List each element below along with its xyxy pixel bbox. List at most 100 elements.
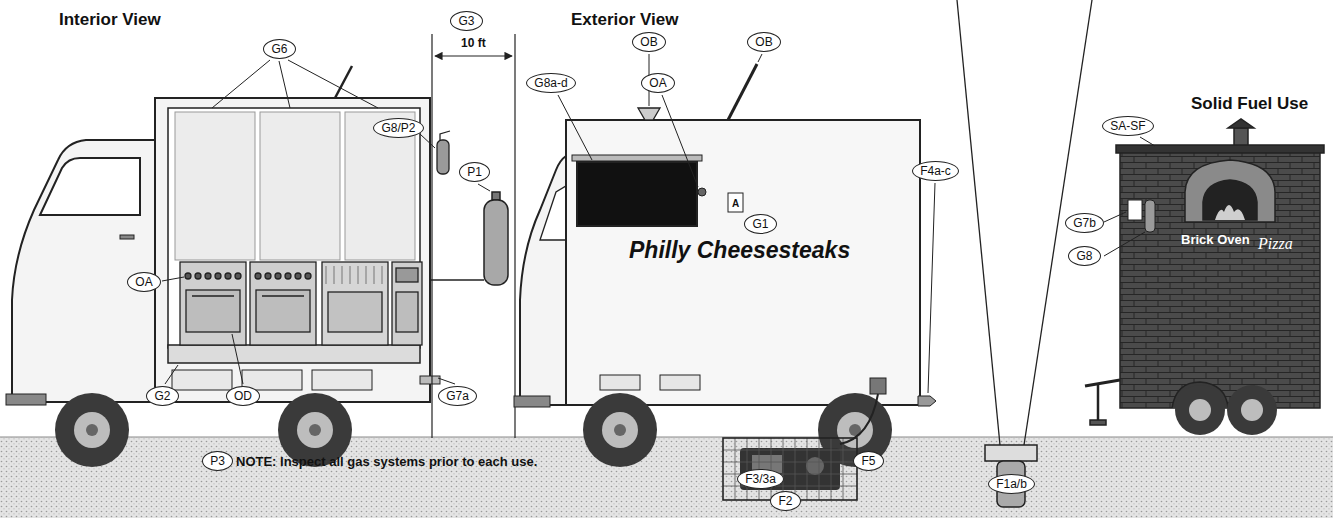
interior-truck: [6, 394, 46, 405]
callout-text: G8a-d: [534, 76, 567, 90]
wheel: [86, 424, 98, 436]
callout-text: G8/P2: [381, 121, 415, 135]
callout-text: SA-SF: [1110, 119, 1145, 133]
label-text: Pizza: [1258, 235, 1293, 253]
generator-cage: [723, 394, 878, 500]
pizza-trailer: [1085, 380, 1120, 386]
leader-line: [1104, 212, 1126, 222]
callout-text: F4a-c: [920, 164, 951, 178]
leader-line: [212, 60, 270, 108]
interior-truck: [155, 98, 430, 402]
view-title: Exterior View: [571, 10, 678, 30]
wheel: [1175, 385, 1225, 435]
exterior-truck: [520, 156, 566, 405]
exterior-truck: [728, 64, 757, 120]
dimension-10ft: [431, 34, 432, 438]
cooking-appliances: [396, 292, 418, 332]
propane-cylinder: [484, 200, 508, 285]
cooking-appliances: [235, 273, 241, 279]
leader-line: [232, 334, 243, 384]
leader-line: [1104, 232, 1145, 256]
interior-truck: [312, 370, 372, 390]
callout-text: OB: [640, 35, 657, 49]
callout-text: G2: [154, 389, 170, 403]
cooking-appliances: [326, 266, 382, 284]
wheel: [74, 412, 110, 448]
cooking-appliances: [180, 262, 422, 345]
leader-line: [288, 60, 378, 108]
callout-number: P3: [202, 451, 233, 471]
gas-tank: [985, 445, 1037, 461]
gas-tank: [985, 445, 1037, 507]
leader-line: [162, 277, 184, 281]
leader-line: [662, 95, 698, 187]
exterior-truck: [870, 378, 886, 394]
callout-text: G6: [271, 42, 287, 56]
callout-text: G1: [752, 217, 768, 231]
pizza-trailer: [1116, 145, 1324, 153]
view-title: Interior View: [59, 10, 161, 30]
wheel: [1227, 385, 1277, 435]
callout-text: G3: [458, 14, 474, 28]
leader-line: [1140, 137, 1155, 146]
interior-truck: [120, 235, 134, 239]
leader-line: [165, 365, 178, 384]
callout-number: G7a: [438, 386, 477, 406]
cooking-appliances: [185, 273, 191, 279]
leader-line: [928, 183, 935, 393]
dimension-10ft: [432, 34, 515, 438]
wheel: [309, 424, 321, 436]
leader-line: [279, 61, 290, 108]
exterior-truck: [577, 162, 697, 226]
exterior-truck: [660, 375, 700, 390]
callout-number: F3/3a: [737, 469, 784, 489]
fire-extinguisher: [440, 131, 450, 140]
callout-text: G7a: [446, 389, 469, 403]
interior-truck: [420, 376, 440, 384]
callout-text: OD: [234, 389, 252, 403]
cooking-appliances: [305, 273, 311, 279]
leader-line: [758, 54, 762, 62]
dimension-10ft: [435, 55, 512, 56]
callout-number: OA: [641, 73, 675, 93]
exterior-truck: [638, 108, 660, 120]
leader-line: [420, 134, 435, 148]
callout-number: OA: [127, 272, 161, 292]
propane-cylinder: [430, 279, 484, 281]
cooking-appliances: [205, 273, 211, 279]
callout-text: F2: [778, 494, 792, 508]
callout-number: OD: [226, 386, 260, 406]
callout-number: F1a/b: [988, 474, 1035, 494]
cooking-appliances: [180, 262, 246, 345]
cooking-appliances: [295, 273, 301, 279]
callout-text: G7b: [1073, 216, 1096, 230]
callout-text: F1a/b: [996, 477, 1027, 491]
label-text: A: [732, 198, 739, 209]
cooking-appliances: [285, 273, 291, 279]
wheel: [1189, 399, 1211, 421]
pizza-trailer: [1185, 160, 1275, 222]
wheel: [55, 393, 129, 467]
cooking-appliances: [396, 268, 418, 282]
callout-text: F3/3a: [745, 472, 776, 486]
cooking-appliances: [250, 262, 316, 345]
label-text: 10 ft: [461, 36, 486, 50]
section-divider: [957, 0, 1000, 445]
callout-number: F5: [853, 451, 884, 471]
pizza-trailer: [1090, 420, 1106, 425]
exterior-truck: [540, 186, 566, 240]
callout-number: G8/P2: [373, 118, 424, 138]
generator-cage: [806, 457, 824, 475]
cooking-appliances: [322, 262, 388, 345]
pizza-trailer: [1128, 200, 1142, 220]
cooking-appliances: [265, 273, 271, 279]
cooking-appliances: [225, 273, 231, 279]
wheel: [1241, 399, 1263, 421]
view-title: Solid Fuel Use: [1191, 94, 1308, 114]
ground: [0, 437, 1333, 438]
pizza-trailer: [1215, 205, 1245, 220]
exterior-truck: [918, 396, 936, 406]
callout-number: G6: [263, 39, 296, 59]
interior-truck: [260, 112, 340, 260]
